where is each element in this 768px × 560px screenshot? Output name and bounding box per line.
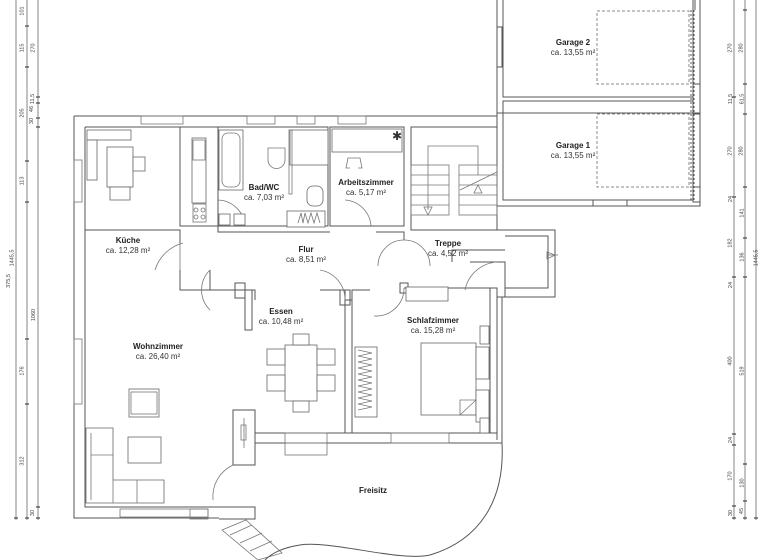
room-kueche: Küche ca. 12,28 m² [106,236,150,256]
room-treppe: Treppe ca. 4,52 m² [428,239,468,259]
dim-left-seg: 312 [19,456,26,466]
room-garage-2: Garage 2 ca. 13,55 m² [551,38,595,58]
room-name: Bad/WC [248,183,280,192]
dim-left-seg: 205 [19,108,26,118]
room-name: Arbeitszimmer [338,178,394,187]
room-name: Küche [115,236,141,245]
staircase [189,145,558,560]
dim-left-seg: 1060 [31,308,38,322]
dim-right-seg: 11,5 [728,93,735,105]
dim-right-seg: 130 [739,478,746,488]
dim-right-seg: 24 [728,436,735,444]
dim-left-seg: 113 [19,176,26,186]
dim-left-seg: 30 [30,509,37,517]
dim-left-seg: 101 [19,6,26,16]
dim-left-seg: 11,5 [30,93,37,105]
room-wohnzimmer: Wohnzimmer ca. 26,40 m² [133,342,183,362]
room-bad-wc: Bad/WC ca. 7,03 m² [244,183,284,203]
room-essen: Essen ca. 10,48 m² [259,307,303,327]
dim-right-seg: 45 [739,507,746,515]
dim-right-seg: 519 [739,366,746,376]
room-freisitz: Freisitz [359,486,387,496]
room-name: Essen [269,307,293,316]
plant-icon: ✱ [392,129,402,143]
room-name: Flur [298,245,314,254]
dim-right-seg: 61,5 [739,93,746,105]
room-area: ca. 5,17 m² [345,188,387,197]
room-area: ca. 13,55 m² [550,151,596,160]
terrace-outline [208,442,503,560]
room-area: ca. 12,28 m² [105,246,151,255]
room-name: Schlafzimmer [406,316,460,325]
room-arbeitszimmer: Arbeitszimmer ca. 5,17 m² [338,178,394,198]
dim-right-seg: 270 [727,43,734,53]
room-area: ca. 26,40 m² [135,352,181,361]
dim-left-seg: 30 [29,117,36,125]
dim-right-seg: 136 [739,252,746,262]
room-area: ca. 7,03 m² [243,193,285,202]
house-walls [73,115,556,519]
dim-right-seg: 141 [739,208,746,218]
room-area: ca. 13,55 m² [550,48,596,57]
room-area: ca. 10,48 m² [258,317,304,326]
room-area: ca. 8,51 m² [285,255,327,264]
dimension-lines-left [14,0,40,520]
dim-left-seg: 46 [29,105,36,113]
room-name: Garage 1 [555,141,591,150]
room-garage-1: Garage 1 ca. 13,55 m² [551,141,595,161]
dimension-lines-right [732,0,758,520]
dim-right-seg: 182 [727,238,734,248]
dim-left-seg: 176 [19,366,26,376]
dim-right-seg: 400 [727,356,734,366]
dim-right-total: 1445,5 [753,249,760,267]
room-schlafzimmer: Schlafzimmer ca. 15,28 m² [407,316,459,336]
dim-right-seg: 280 [738,43,745,53]
room-name: Wohnzimmer [132,342,184,351]
dim-left-total: 1445,5 [9,249,16,267]
dim-right-seg: 270 [727,146,734,156]
dim-left-middle: 375,5 [5,274,12,288]
room-name: Garage 2 [555,38,591,47]
dim-right-seg: 24 [728,281,735,289]
garage-block [496,0,701,207]
room-name: Treppe [434,239,462,248]
dim-left-seg: 115 [19,43,26,53]
room-area: ca. 15,28 m² [410,326,456,335]
room-flur: Flur ca. 8,51 m² [286,245,326,265]
dim-left-seg: 270 [30,43,37,53]
dim-right-seg: 30 [728,509,735,517]
dim-right-seg: 280 [738,146,745,156]
room-name: Freisitz [358,486,388,495]
dim-right-seg: 24 [728,195,735,203]
dim-right-seg: 170 [727,471,734,481]
furniture: ✱ [85,128,490,504]
room-area: ca. 4,52 m² [427,249,469,258]
